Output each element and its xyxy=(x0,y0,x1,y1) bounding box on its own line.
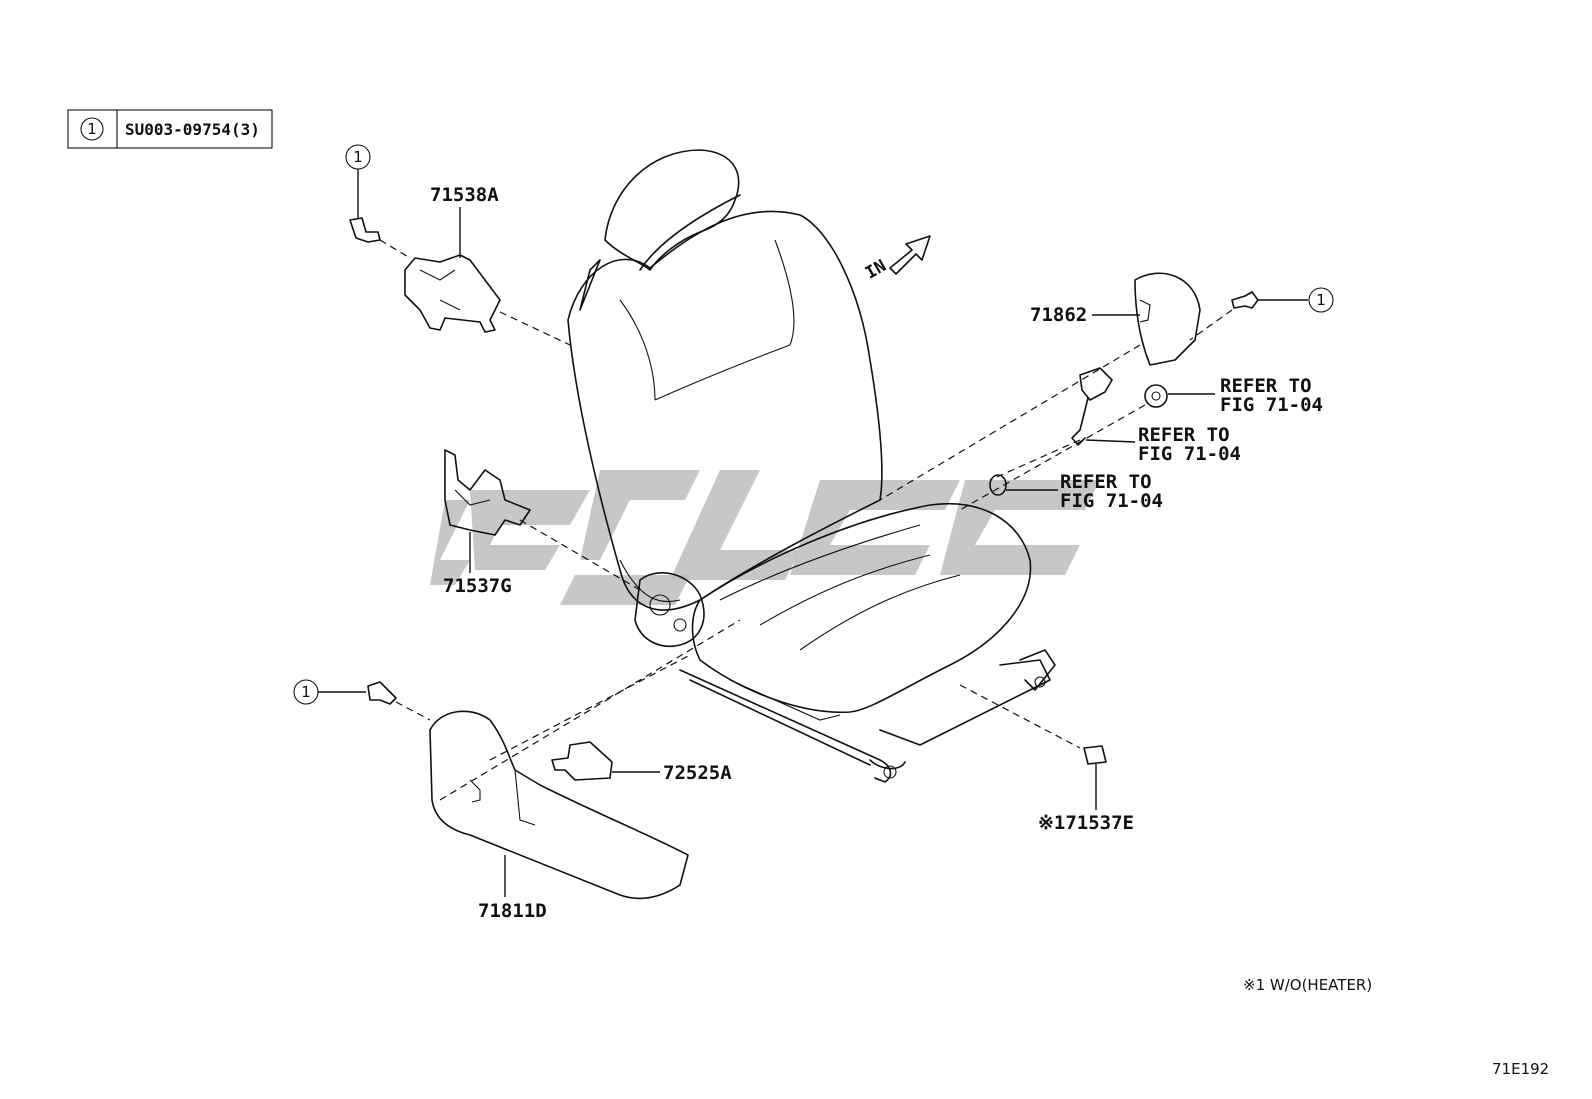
bolt-top[interactable]: 1 xyxy=(345,144,381,243)
label-71862: 71862 xyxy=(1030,304,1087,326)
bolt-bottom[interactable]: 1 xyxy=(293,679,397,705)
figure-id: 71E192 xyxy=(1492,1060,1549,1078)
svg-text:REFER TO: REFER TO xyxy=(1060,471,1152,493)
seat-assembly xyxy=(567,149,1056,783)
legend-box: 1 SU003-09754(3) xyxy=(67,109,273,149)
refer-note-1: REFER TO FIG 71-04 xyxy=(1220,375,1323,416)
part-71537E[interactable]: ※171537E xyxy=(1038,745,1134,834)
label-72525A: 72525A xyxy=(663,762,732,784)
label-71537G: 71537G xyxy=(443,575,512,597)
refer-note-2: REFER TO FIG 71-04 xyxy=(1138,424,1241,465)
part-72525A[interactable]: 72525A xyxy=(551,741,732,784)
callout-bolt-bottom: 1 xyxy=(301,683,311,701)
part-71538A[interactable]: 71538A xyxy=(404,184,501,333)
bolt-right[interactable]: 1 xyxy=(1231,287,1334,313)
svg-text:REFER TO: REFER TO xyxy=(1138,424,1230,446)
label-71538A: 71538A xyxy=(430,184,499,206)
callout-bolt-right: 1 xyxy=(1316,291,1326,309)
svg-text:FIG 71-04: FIG 71-04 xyxy=(1060,490,1163,512)
part-71862[interactable]: 71862 xyxy=(1030,272,1201,366)
part-71537G[interactable]: 71537G xyxy=(443,449,531,597)
svg-text:FIG 71-04: FIG 71-04 xyxy=(1138,443,1241,465)
svg-text:REFER TO: REFER TO xyxy=(1220,375,1312,397)
refer-note-3: REFER TO FIG 71-04 xyxy=(1060,471,1163,512)
washer[interactable] xyxy=(989,474,1058,496)
knob-nut[interactable] xyxy=(1144,384,1215,408)
svg-text:FIG 71-04: FIG 71-04 xyxy=(1220,394,1323,416)
part-71811D[interactable]: 71811D xyxy=(429,710,689,922)
in-label: IN xyxy=(862,256,890,284)
label-71811D: 71811D xyxy=(478,900,547,922)
watermark-logo xyxy=(430,470,1100,605)
recline-lever[interactable] xyxy=(1071,367,1136,446)
label-71537E: ※171537E xyxy=(1038,812,1134,834)
callout-bolt-top: 1 xyxy=(353,148,363,166)
footnote-text: ※1 W/O(HEATER) xyxy=(1243,976,1372,994)
in-direction-arrow: IN xyxy=(862,235,931,284)
legend-symbol: 1 xyxy=(87,120,97,138)
legend-code: SU003-09754(3) xyxy=(125,120,260,139)
